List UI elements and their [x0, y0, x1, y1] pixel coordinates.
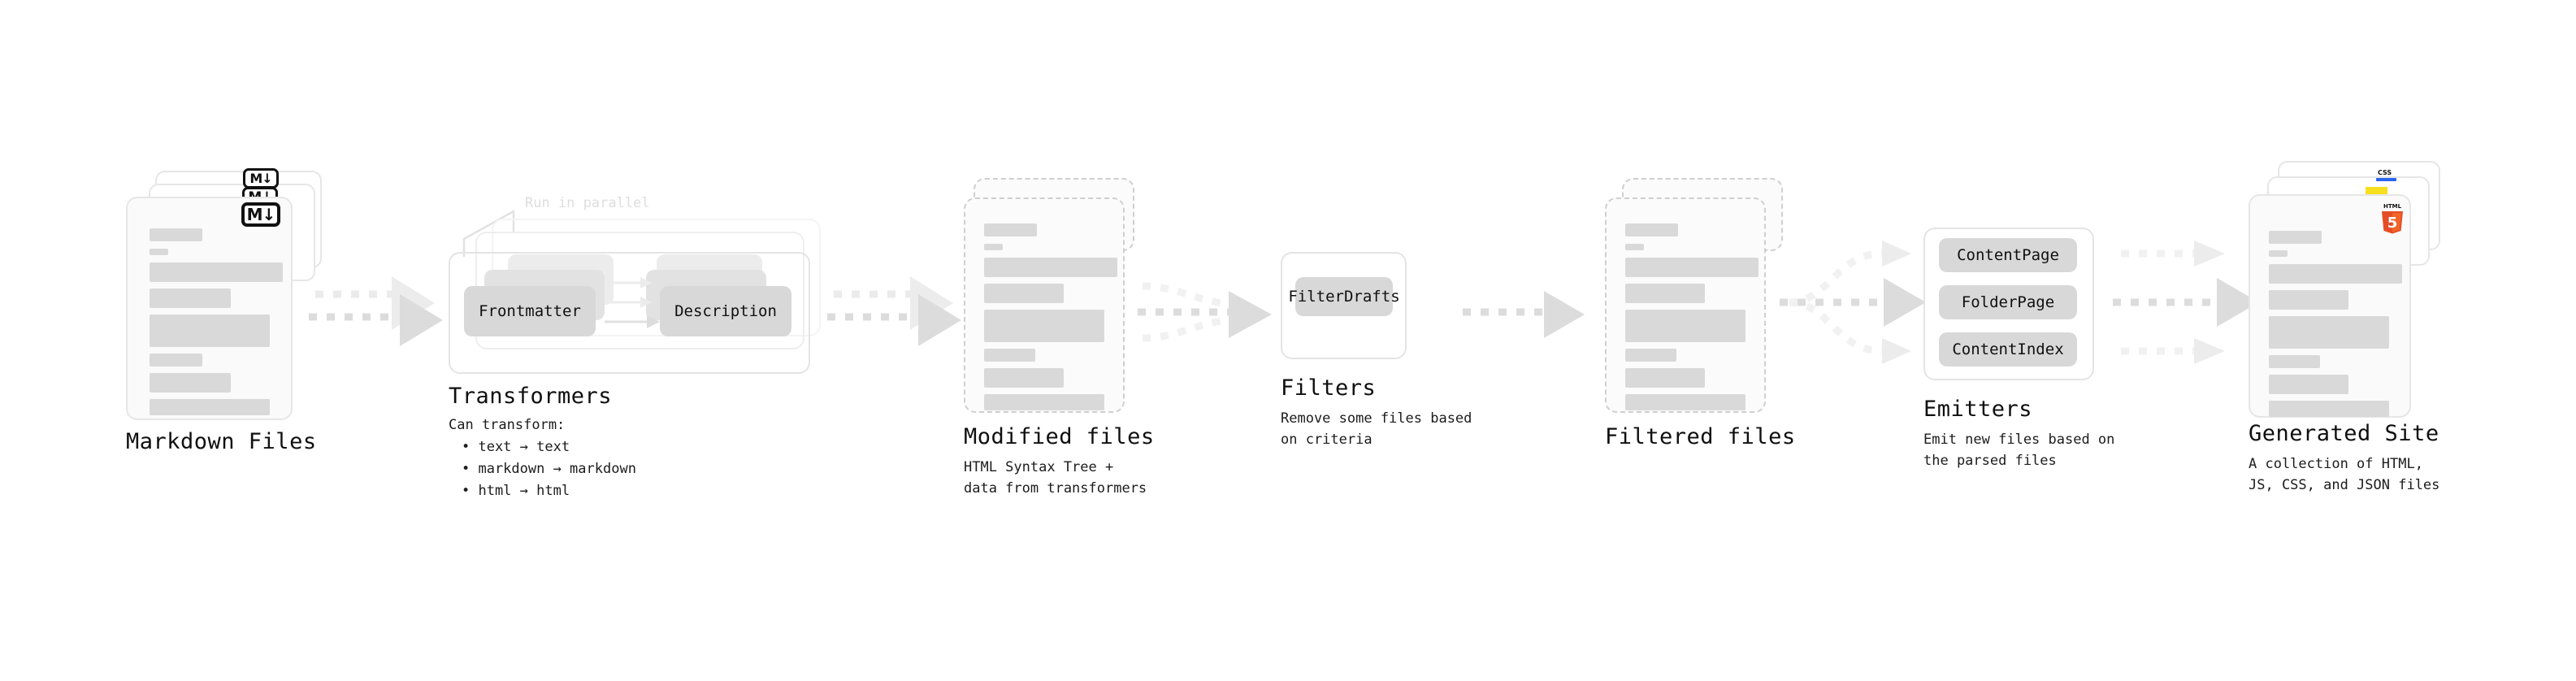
markdown-file-card-front	[126, 197, 293, 420]
arrow-transformers-to-modified	[827, 276, 961, 346]
svg-text:5: 5	[2387, 215, 2398, 232]
transformer-group-front	[449, 252, 810, 374]
skeleton-bar	[2269, 355, 2320, 368]
skeleton-bar	[1625, 258, 1759, 277]
css-badge-label: CSS	[2378, 169, 2392, 176]
emitter-chip-folderpage[interactable]: FolderPage	[1939, 285, 2077, 319]
skeleton-bar	[984, 258, 1117, 277]
transformers-bullet-0: • text → text	[462, 439, 570, 455]
markdown-badge: M↓	[241, 202, 280, 227]
skeleton-bar	[984, 284, 1064, 303]
skeleton-bar	[1625, 310, 1746, 342]
svg-text:HTML: HTML	[2383, 203, 2402, 210]
arrow-filters-to-filtered	[1463, 291, 1585, 338]
skeleton-bar	[1625, 284, 1705, 303]
emitter-chip-contentpage[interactable]: ContentPage	[1939, 238, 2077, 272]
parallel-leader	[462, 209, 515, 257]
skeleton-bar	[1625, 244, 1644, 250]
skeleton-bar	[150, 373, 231, 393]
skeleton-bar	[2269, 231, 2322, 244]
filtered-file-card-front	[1605, 197, 1766, 413]
skeleton-bar	[2269, 264, 2402, 284]
arrow-emitters-to-site	[2113, 241, 2259, 364]
arrow-markdown-to-transformers	[309, 276, 443, 346]
emitters-subtitle: Emit new files based on the parsed files	[1923, 432, 2115, 470]
run-in-parallel-label: Run in parallel	[525, 195, 650, 211]
stage-title-markdown-files: Markdown Files	[126, 429, 317, 454]
transformer-chip-description[interactable]: Description	[660, 286, 791, 336]
generated-site-subtitle: A collection of HTML, JS, CSS, and JSON …	[2249, 456, 2440, 494]
css-badge	[2376, 178, 2396, 181]
skeleton-bar	[150, 399, 270, 415]
stage-title-modified-files: Modified files	[964, 424, 1155, 449]
skeleton-bar	[2269, 375, 2348, 394]
transformers-bullet-1: • markdown → markdown	[462, 461, 636, 477]
transformers-bullet-2: • html → html	[462, 483, 570, 499]
transformer-chip-frontmatter[interactable]: Frontmatter	[464, 286, 596, 336]
skeleton-bar	[2269, 316, 2389, 349]
stage-title-generated-site: Generated Site	[2249, 421, 2439, 446]
skeleton-bar	[2269, 401, 2389, 417]
skeleton-bar	[984, 244, 1003, 250]
stage-title-filters: Filters	[1281, 375, 1377, 401]
skeleton-bar	[984, 223, 1037, 236]
markdown-badge-back: M↓	[243, 168, 279, 189]
html5-icon: HTML 5	[2382, 203, 2403, 234]
arrow-modified-to-filters	[1138, 282, 1272, 342]
skeleton-bar	[1625, 368, 1705, 388]
skeleton-bar	[1625, 223, 1678, 236]
skeleton-bar	[1625, 394, 1746, 410]
skeleton-bar	[984, 310, 1104, 342]
skeleton-bar	[150, 314, 270, 347]
skeleton-bar	[2269, 250, 2288, 257]
skeleton-bar	[150, 228, 202, 241]
skeleton-bar	[150, 354, 202, 367]
skeleton-bar	[150, 288, 231, 308]
skeleton-bar	[984, 368, 1064, 388]
arrow-filtered-to-emitters	[1780, 241, 1926, 364]
stage-title-transformers: Transformers	[449, 384, 613, 409]
filters-subtitle: Remove some files based on criteria	[1281, 410, 1472, 449]
skeleton-bar	[150, 262, 283, 282]
skeleton-bar	[984, 349, 1035, 362]
skeleton-bar	[984, 394, 1104, 410]
transformer-internal-arrows	[605, 277, 660, 328]
site-file-card-front	[2249, 194, 2411, 418]
stage-title-filtered-files: Filtered files	[1605, 424, 1796, 449]
skeleton-bar	[150, 249, 168, 255]
skeleton-bar	[2269, 290, 2348, 310]
modified-files-subtitle: HTML Syntax Tree + data from transformer…	[964, 459, 1147, 497]
transformers-subtitle: Can transform:	[449, 417, 566, 433]
stage-title-emitters: Emitters	[1923, 397, 2033, 422]
skeleton-bar	[1625, 349, 1676, 362]
modified-file-card-front	[964, 197, 1125, 413]
emitter-chip-contentindex[interactable]: ContentIndex	[1939, 332, 2077, 367]
filter-chip-filterdrafts[interactable]: FilterDrafts	[1288, 277, 1400, 316]
